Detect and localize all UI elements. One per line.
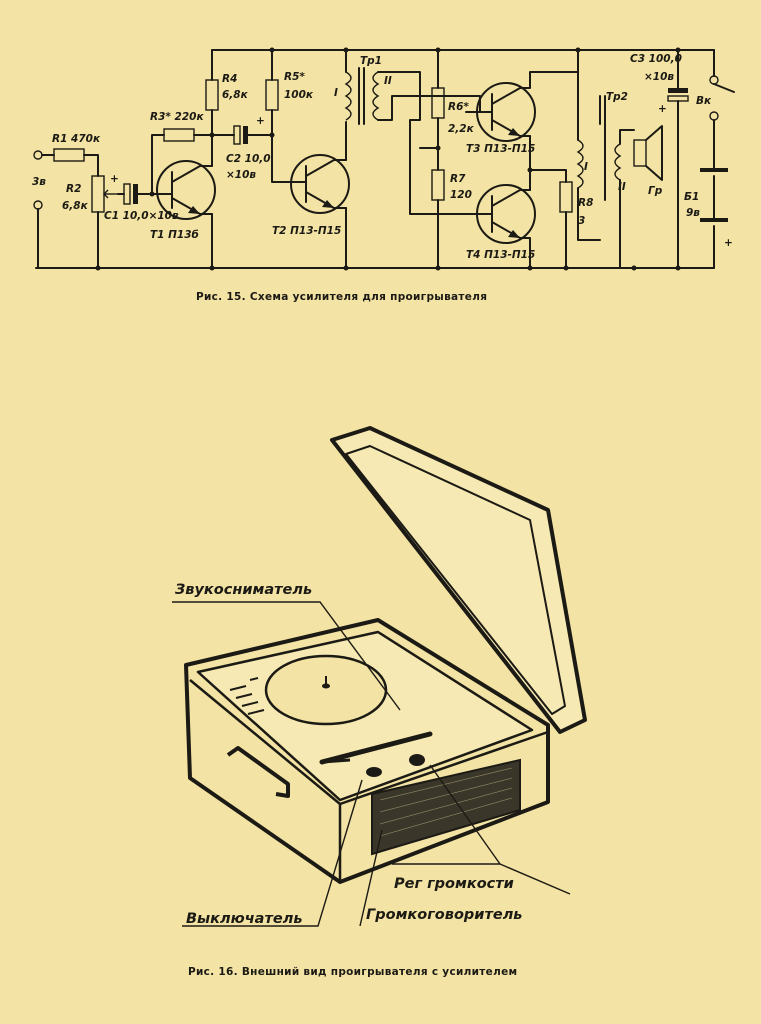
resistor-r1 (53, 148, 85, 162)
power-switch (366, 767, 382, 777)
power-switch-icon (713, 83, 735, 93)
resistor-r4 (205, 79, 219, 111)
label-r3: R3* 220к (150, 111, 204, 123)
label-r7-value: 120 (450, 189, 472, 201)
label-t3: T3 П13-П15 (466, 143, 535, 155)
callout-pickup: Звукосниматель (175, 582, 312, 598)
callout-power-switch: Выключатель (186, 911, 303, 927)
label-r8-value: 3 (578, 215, 585, 227)
input-terminal-bottom (33, 200, 43, 210)
amplifier-schematic: R1 470к 3в R2 6,8к C1 10,0×10в T1 П13б R… (32, 47, 735, 271)
label-r4: R4 (222, 73, 237, 85)
carry-handle (226, 746, 290, 798)
label-battery: Б1 (684, 191, 699, 203)
label-t4: T4 П13-П15 (466, 249, 535, 261)
label-c3-plus: + (658, 103, 667, 115)
label-r4-value: 6,8к (222, 89, 249, 101)
label-tr1-winding-1: I (334, 87, 338, 99)
label-r7: R7 (450, 173, 466, 185)
resistor-r5 (265, 79, 279, 111)
label-c2-plus: + (256, 115, 265, 127)
label-r5-value: 100к (284, 89, 314, 101)
label-r5: R5* (284, 71, 305, 83)
label-c3-voltage: ×10в (644, 71, 674, 83)
label-switch: Вк (696, 95, 712, 107)
transistor-t2 (290, 154, 350, 214)
callout-volume: Рег громкости (394, 876, 514, 892)
label-battery-plus: + (724, 237, 733, 249)
label-r1: R1 470к (52, 133, 101, 145)
label-tr1: Тр1 (360, 55, 382, 67)
figure-16-caption: Рис. 16. Внешний вид проигрывателя с уси… (188, 966, 518, 978)
resistor-r6 (431, 87, 445, 119)
label-tr1-winding-2: II (384, 75, 392, 87)
label-c1-plus: + (110, 173, 119, 185)
switch-contact (709, 75, 719, 85)
label-r8: R8 (578, 197, 593, 209)
capacitor-c2 (233, 125, 241, 145)
label-t2: T2 П13-П15 (272, 225, 341, 237)
tonearm (319, 731, 433, 765)
lid (330, 426, 587, 734)
label-t1: T1 П13б (150, 229, 199, 241)
label-c1: C1 10,0×10в (104, 210, 179, 222)
label-c3: C3 100,0 (630, 53, 682, 65)
battery-icon (700, 168, 728, 172)
record-player-illustration: Звукосниматель Рег громкости Выключатель… (172, 426, 587, 927)
figure-15-caption: Рис. 15. Схема усилителя для проигрывате… (196, 291, 488, 303)
label-tr2-winding-2: II (618, 181, 626, 193)
label-c2: C2 10,0 (226, 153, 271, 165)
callout-loudspeaker: Громкоговоритель (366, 907, 522, 923)
transistor-t1 (156, 160, 216, 220)
capacitor-c1 (123, 183, 131, 205)
transistor-t4 (476, 184, 536, 244)
label-r6: R6* (448, 101, 469, 113)
label-speaker: Гр (648, 185, 663, 197)
label-c2-voltage: ×10в (226, 169, 256, 181)
volume-knob (409, 754, 425, 766)
resistor-r3 (163, 128, 195, 142)
resistor-r7 (431, 169, 445, 201)
speaker-grille (371, 758, 521, 856)
label-input-voltage: 3в (32, 176, 46, 188)
potentiometer-r2 (91, 175, 105, 213)
capacitor-c3 (668, 88, 688, 93)
label-r2-value: 6,8к (62, 200, 89, 212)
input-terminal-top (33, 150, 43, 160)
label-r6-value: 2,2к (448, 123, 475, 135)
label-tr2: Тр2 (606, 91, 628, 103)
label-tr2-winding-1: I (584, 161, 588, 173)
speaker-icon (633, 139, 647, 167)
label-r2: R2 (66, 183, 81, 195)
resistor-r8 (559, 181, 573, 213)
label-battery-voltage: 9в (686, 207, 700, 219)
